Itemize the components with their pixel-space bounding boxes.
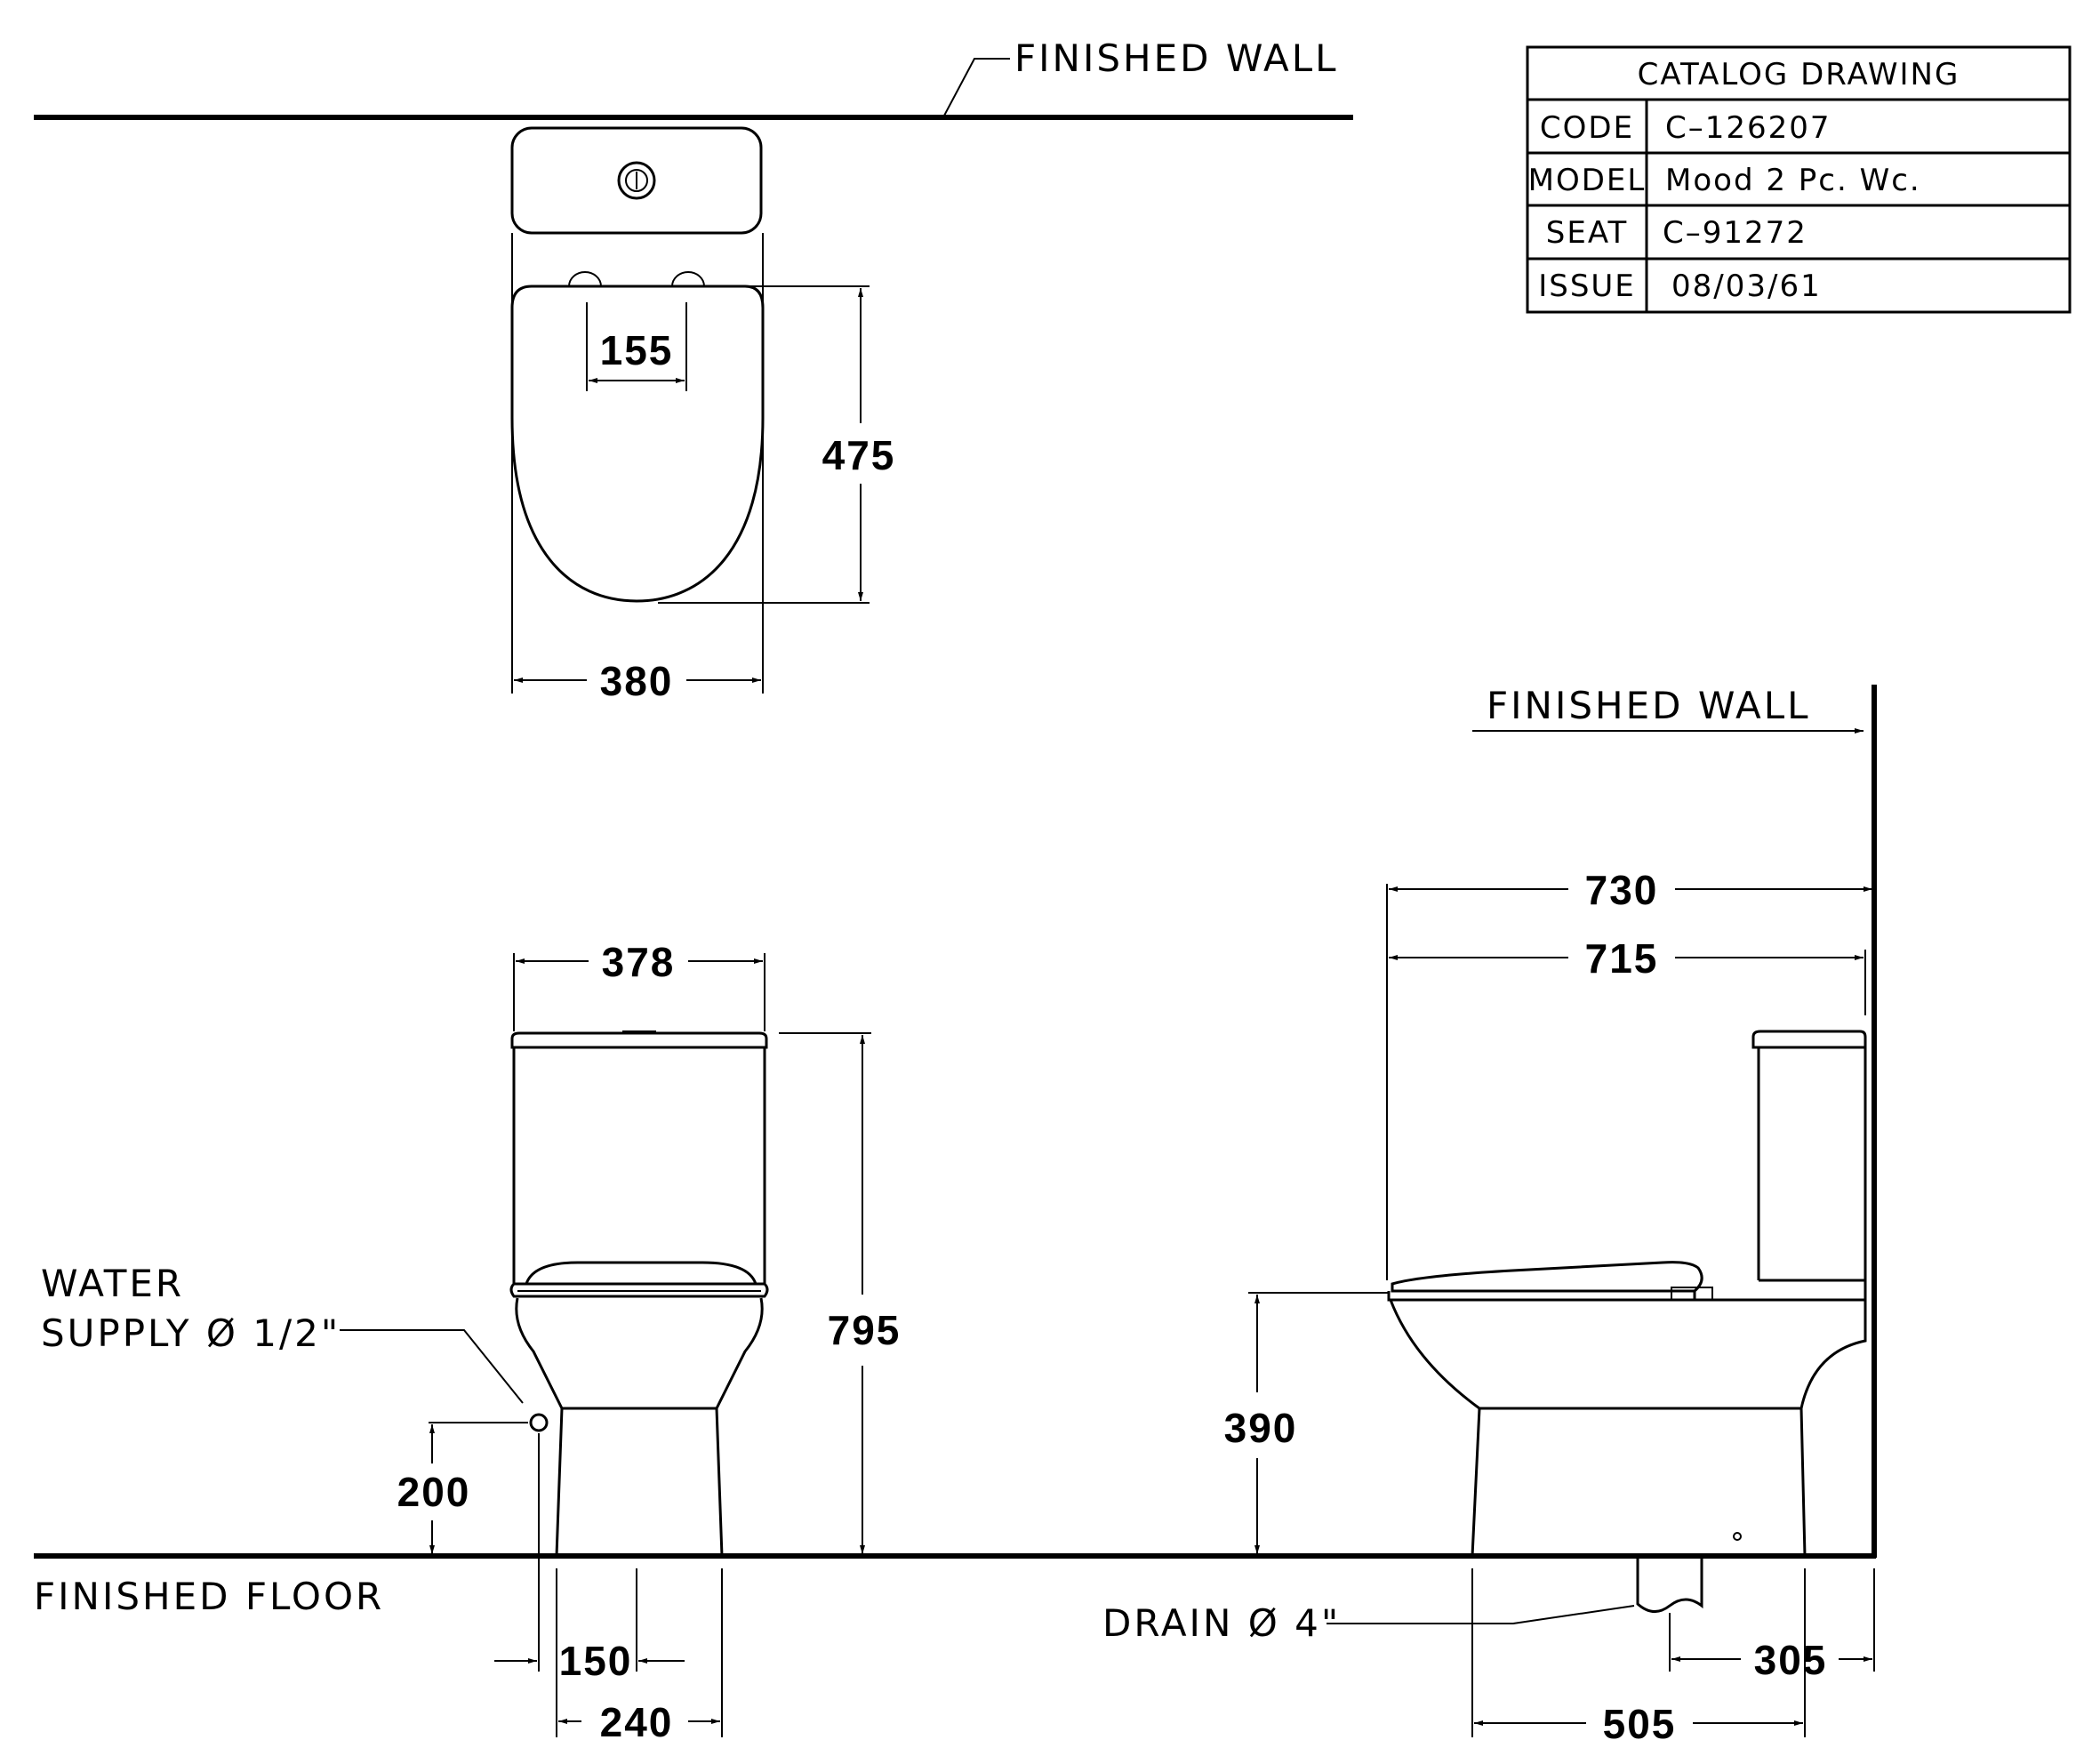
table-value-issue: 08/03/61 (1671, 269, 1822, 304)
dim-380: 380 (600, 658, 674, 704)
table-value-code: C–126207 (1665, 110, 1831, 146)
water-supply-label-1: WATER (41, 1262, 184, 1305)
table-value-model: Mood 2 Pc. Wc. (1665, 163, 1921, 198)
flush-button-icon (617, 161, 656, 200)
dim-305: 305 (1754, 1637, 1828, 1683)
side-hinge (1671, 1287, 1713, 1300)
table-key-issue: ISSUE (1538, 269, 1636, 304)
water-supply-leader (340, 1329, 524, 1404)
cistern-top (510, 126, 763, 235)
flush-button-inner-icon (625, 169, 648, 192)
drain-pipe-icon (1636, 1558, 1703, 1613)
front-pedestal (555, 1407, 724, 1557)
dim-200: 200 (397, 1469, 471, 1515)
water-supply-label-2: SUPPLY Ø 1/2" (41, 1311, 341, 1355)
side-base (1471, 1407, 1807, 1557)
top-view: FINISHED WALL 155 475 380 (34, 36, 1353, 704)
dim-475: 475 (822, 432, 896, 478)
finished-floor-label: FINISHED FLOOR (34, 1575, 384, 1618)
dim-715: 715 (1585, 935, 1659, 982)
table-key-seat: SEAT (1546, 215, 1628, 251)
front-bowl (515, 1297, 764, 1410)
finished-wall-side-label: FINISHED WALL (1487, 684, 1811, 727)
side-fixing-hole-icon (1733, 1532, 1742, 1541)
dim-378: 378 (602, 939, 676, 985)
catalog-table-frame (1526, 45, 2072, 314)
side-seat-lid (1391, 1261, 1703, 1293)
dim-730: 730 (1585, 867, 1659, 913)
catalog-table: CATALOG DRAWING CODE C–126207 MODEL Mood… (1526, 45, 2072, 314)
dim-795: 795 (828, 1307, 902, 1353)
dim-150: 150 (559, 1638, 633, 1684)
dim-390: 390 (1224, 1405, 1298, 1451)
drain-leader (1327, 1605, 1635, 1624)
front-cistern-lid (510, 1031, 768, 1049)
side-view: FINISHED WALL DRAIN Ø 4" 730 715 (1102, 684, 1877, 1747)
dim-240: 240 (600, 1699, 674, 1745)
hinge-left-icon (568, 271, 602, 287)
table-key-code: CODE (1540, 110, 1634, 146)
front-seat-lid (524, 1261, 758, 1286)
table-value-seat: C–91272 (1663, 215, 1807, 251)
finished-wall-top-leader (943, 58, 1010, 116)
front-view: WATER SUPPLY Ø 1/2" 378 795 200 150 240 (41, 939, 902, 1745)
drain-label: DRAIN Ø 4" (1102, 1601, 1341, 1645)
table-key-model: MODEL (1528, 163, 1647, 198)
finished-wall-top-label: FINISHED WALL (1014, 36, 1339, 80)
hinge-right-icon (671, 271, 705, 287)
dim-505: 505 (1603, 1701, 1677, 1747)
dim-155: 155 (600, 327, 674, 373)
water-supply-icon (529, 1413, 549, 1432)
catalog-title: CATALOG DRAWING (1638, 57, 1960, 92)
front-seat-ring (509, 1282, 769, 1298)
side-cistern-lid (1751, 1030, 1867, 1049)
